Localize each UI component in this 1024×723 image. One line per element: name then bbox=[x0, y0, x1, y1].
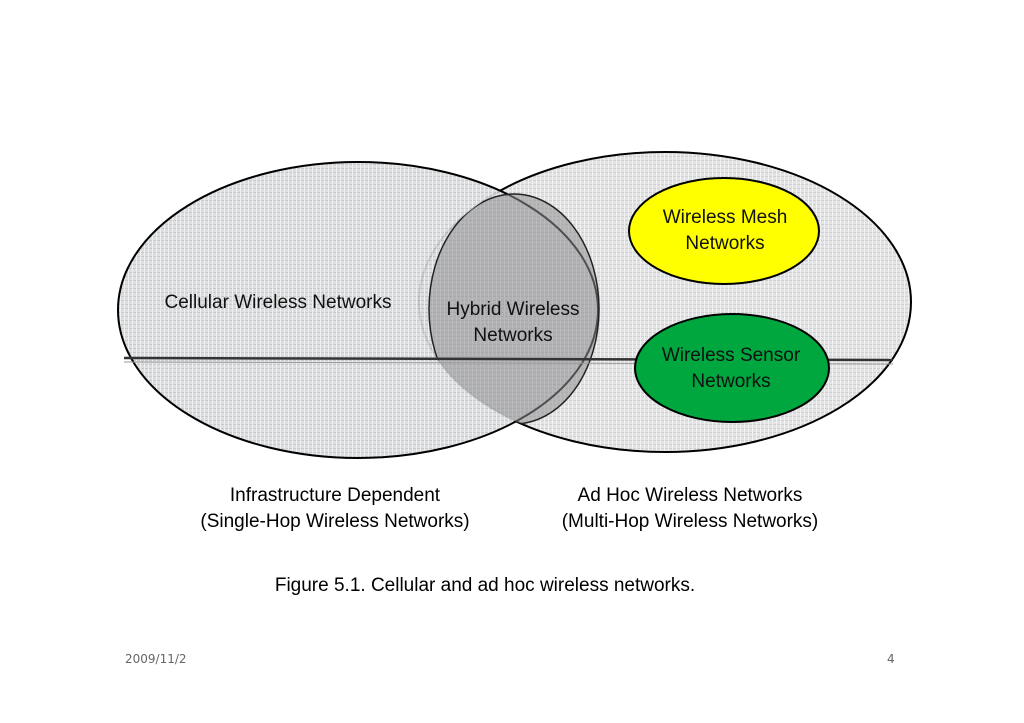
cellular-label: Cellular Wireless Networks bbox=[164, 292, 392, 313]
page-number: 4 bbox=[887, 652, 895, 666]
hybrid-overlap bbox=[429, 194, 599, 424]
sensor-label: Wireless Sensor Networks bbox=[661, 345, 801, 392]
infrastructure-caption: Infrastructure Dependent (Single-Hop Wir… bbox=[200, 485, 470, 532]
mesh-label: Wireless Mesh Networks bbox=[662, 207, 788, 254]
adhoc-caption: Ad Hoc Wireless Networks (Multi-Hop Wire… bbox=[561, 485, 819, 532]
sensor-ellipse bbox=[634, 313, 830, 423]
hybrid-label: Hybrid Wireless Networks bbox=[446, 299, 580, 346]
figure-caption: Figure 5.1. Cellular and ad hoc wireless… bbox=[274, 575, 696, 596]
mesh-ellipse bbox=[628, 177, 820, 285]
footer-date: 2009/11/2 bbox=[125, 652, 187, 666]
